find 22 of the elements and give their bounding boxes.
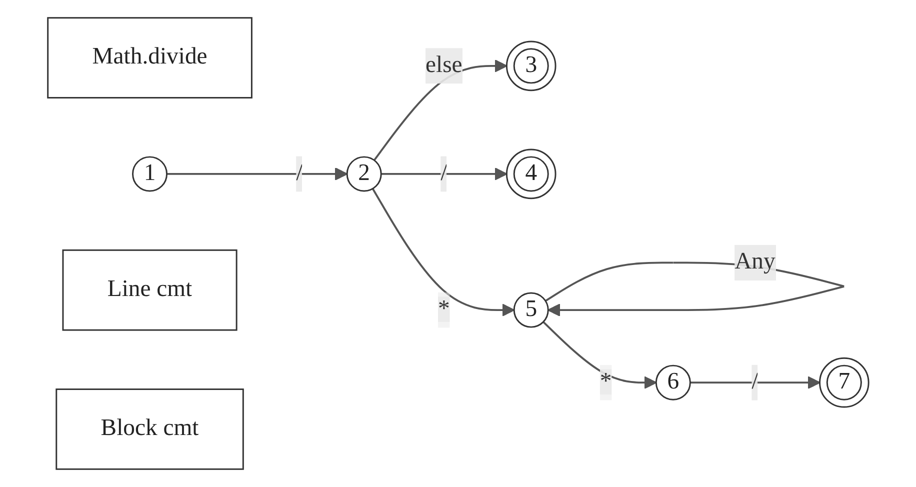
node-box: Line cmt [62, 249, 238, 331]
edge-label: Any [734, 249, 776, 275]
arrow [542, 321, 657, 390]
edge-label: * [600, 369, 612, 394]
edge-label: else [425, 52, 462, 78]
edge-label: / [296, 160, 302, 186]
arrow [690, 376, 820, 390]
node-circle: 1 [132, 156, 168, 192]
node-box: Block cmt [55, 388, 244, 470]
edge-label: * [438, 296, 450, 322]
node-circle: 3 [506, 40, 556, 92]
edge-label: / [440, 160, 447, 186]
arrow [166, 167, 348, 180]
node-circle: 4 [506, 148, 556, 200]
node-circle: 7 [818, 357, 870, 408]
node-box: Math.divide [46, 17, 252, 98]
node-circle: 6 [655, 364, 691, 400]
arrow [380, 167, 508, 180]
edge-label: / [751, 369, 758, 394]
node-circle: 5 [513, 292, 549, 328]
node-circle: 2 [346, 156, 382, 192]
arrow [372, 188, 514, 317]
